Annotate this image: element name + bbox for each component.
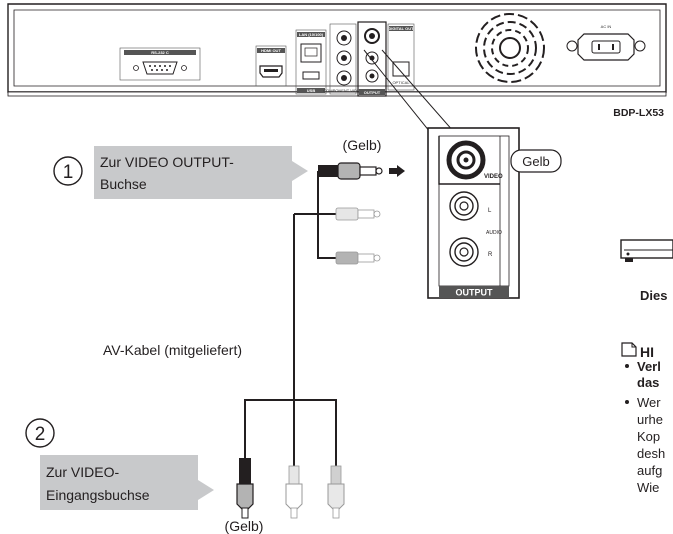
step2-callout: 2 Zur VIDEO- Eingangsbuchse	[25, 418, 214, 510]
step1-line1: Zur VIDEO OUTPUT-	[100, 154, 234, 170]
hdmi-out-port: HDMI OUT	[255, 45, 287, 87]
lan-label: LAN (10/100)	[299, 32, 324, 37]
gelb-bottom-label: (Gelb)	[225, 518, 264, 534]
side-bullet2-line3: Kop	[637, 429, 660, 444]
zoomed-audio-l-jack	[449, 191, 479, 221]
component-video-jacks: COMPONENT VIDEO	[323, 23, 363, 95]
side-hint-heading: HI	[640, 344, 654, 360]
step2-line1: Zur VIDEO-	[46, 464, 119, 480]
side-bullet2-line5: aufg	[637, 463, 662, 478]
note-icon	[621, 342, 637, 357]
zoomed-audio-r-jack	[449, 237, 479, 267]
side-bullet2-line1: Wer	[637, 395, 661, 410]
gelb-badge	[510, 149, 562, 173]
ac-in-port: AC IN	[566, 24, 646, 61]
zoomed-output-panel: VIDEO L AUDIO R OUTPUT Gelb	[427, 127, 562, 299]
zoomed-l-label: L	[488, 208, 492, 214]
side-bullet2-line4: desh	[637, 446, 665, 461]
zoomed-output-label: OUTPUT	[456, 288, 494, 298]
step2-number: 2	[35, 424, 46, 445]
bottom-plug-video-yellow	[236, 458, 254, 519]
bottom-plug-audio-red	[327, 465, 345, 519]
rs232c-label: RS-232 C	[151, 50, 169, 55]
player-rear-panel: RS-232 C HDMI OUT LAN (10/100)	[7, 3, 667, 119]
bottom-plug-audio-white	[285, 465, 303, 519]
rs232c-port: RS-232 C	[119, 47, 201, 81]
top-plug-video-yellow	[318, 162, 405, 180]
step1-callout: 1 Zur VIDEO OUTPUT- Buchse	[53, 146, 308, 199]
side-bullet2-line6: Wie	[637, 480, 659, 495]
optical-label: OPTICAL	[392, 80, 410, 85]
step2-line2: Eingangsbuchse	[46, 487, 150, 503]
zoom-leader-lines	[363, 49, 455, 133]
gelb-badge-text: Gelb	[522, 154, 549, 169]
lan-usb-block: LAN (10/100) USB	[295, 29, 327, 95]
hdmi-out-label: HDMI OUT	[261, 48, 281, 53]
zoomed-video-jack	[446, 140, 486, 180]
top-plug-audio-red	[335, 251, 381, 265]
side-bullet1-line1: Verl	[637, 359, 661, 374]
zoomed-video-label: VIDEO	[484, 174, 503, 180]
component-label: COMPONENT VIDEO	[323, 88, 363, 93]
side-bullet2-line2: urhe	[637, 412, 663, 427]
gelb-top-label: (Gelb)	[343, 137, 382, 153]
panel-output-jacks: OUTPUT	[357, 21, 387, 97]
zoomed-r-label: R	[488, 252, 493, 258]
digital-label: DIGITAL OUT	[388, 26, 414, 31]
top-plug-audio-white	[335, 207, 381, 221]
step2-box	[40, 455, 214, 510]
zoomed-audio-label: AUDIO	[486, 230, 502, 236]
side-dies: Dies	[640, 288, 667, 303]
ac-in-label: AC IN	[601, 24, 612, 29]
fan-grille	[475, 13, 545, 83]
step1-number: 1	[63, 162, 74, 183]
side-bullet1-line2: das	[637, 375, 659, 390]
usb-label: USB	[307, 88, 316, 93]
model-label: BDP-LX53	[613, 107, 664, 119]
av-cable	[244, 171, 337, 468]
plug-in-arrow	[389, 165, 405, 177]
panel-output-label: OUTPUT	[364, 90, 381, 95]
step1-box	[94, 146, 308, 199]
small-player-icon	[620, 239, 673, 262]
cable-label: AV-Kabel (mitgeliefert)	[103, 342, 242, 358]
step1-line2: Buchse	[100, 176, 147, 192]
